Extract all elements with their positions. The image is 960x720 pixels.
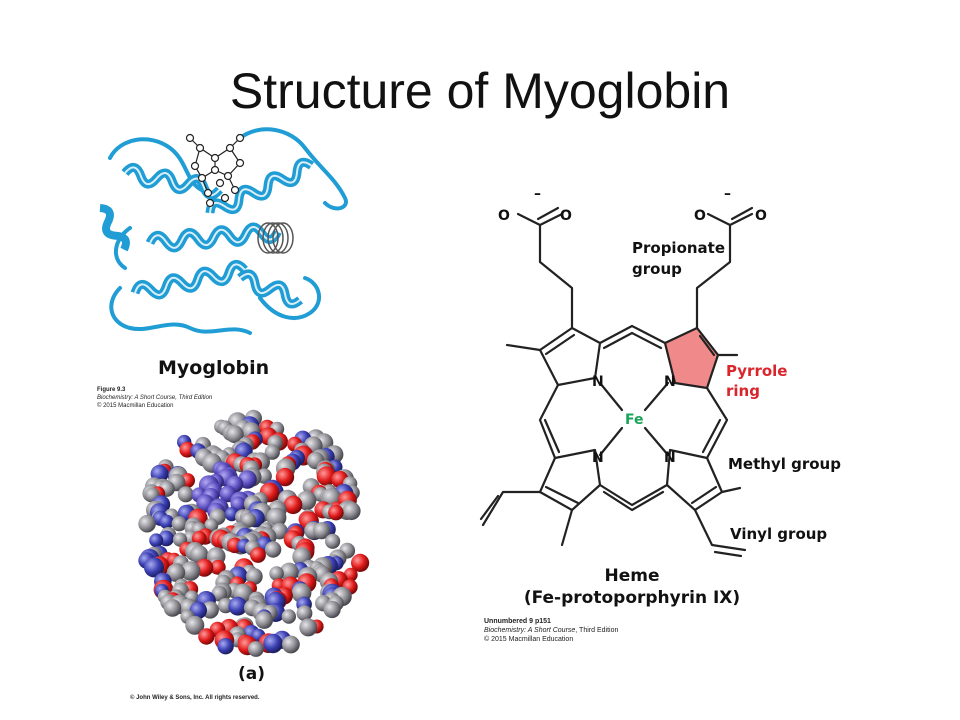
atom-sphere [217,638,234,655]
atom-sphere [283,495,303,515]
atom-sphere [211,585,228,602]
spacefill-credit: © John Wiley & Sons, Inc. All rights res… [130,695,260,701]
n-atom-label-4: N [664,450,676,466]
atom-sphere [263,633,283,654]
atom-sphere [275,467,295,487]
ribbon-caption: Myoglobin [158,357,270,379]
methyl-group-label: Methyl group [728,455,841,473]
atom-sphere [299,618,318,637]
atom-sphere [281,609,296,624]
atom-sphere [225,425,244,444]
pyrrole-label: Pyrrole ring [726,361,787,401]
o-atom-label-1: O [498,208,510,224]
atom-sphere [171,516,187,532]
spacefill-model-illustration [138,409,370,657]
atom-sphere [351,553,370,572]
atom-sphere [191,530,207,546]
heme-figure: N N N N O O O O – – Fe [470,185,850,565]
propionate-label-line2: group [632,260,682,278]
atom-sphere [185,615,205,635]
vinyl-group-label: Vinyl group [730,525,828,543]
heme-ball-and-stick [185,133,245,208]
n-atom-label-3: N [592,450,604,466]
heme-structure-diagram: N N N N O O O O – – Fe [479,186,767,558]
charge-label-1: – [534,186,541,202]
atom-sphere [144,557,164,578]
atom-sphere [250,547,266,563]
atom-sphere [166,563,186,582]
ribbon-credit-figure: Figure 9.3 [97,387,126,393]
atom-sphere [159,514,174,530]
atom-sphere [316,466,337,486]
heme-title-line1: Heme [604,566,660,586]
n-atom-label-2: N [664,374,676,390]
heme-title: Heme (Fe-protoporphyrin IX) [500,565,764,609]
spacefill-caption: (a) [238,664,266,684]
propionate-label: Propionate group [632,238,725,280]
atom-sphere [210,559,226,575]
heme-credit-book: Biochemistry: A Short Course, Third Edit… [484,626,618,635]
heme-credit-number: Unnumbered 9 p151 [484,618,551,625]
ribbon-credit-book: Biochemistry: A Short Course, Third Edit… [97,395,213,401]
atom-spheres [138,409,370,657]
atom-sphere [177,486,194,503]
slide-title: Structure of Myoglobin [229,63,731,119]
atom-sphere [342,501,361,521]
atom-sphere [149,533,164,548]
o-atom-label-3: O [694,208,706,224]
atom-sphere [228,596,248,616]
atom-sphere [255,611,273,629]
propionate-label-line1: Propionate [632,239,726,257]
atom-sphere [282,635,300,654]
atom-sphere [248,641,264,657]
atom-sphere [269,566,284,581]
fe-atom-label: Fe [625,412,644,428]
atom-sphere [328,504,344,521]
atom-sphere [279,562,299,582]
n-atom-label-1: N [592,374,604,390]
atom-sphere [264,444,280,460]
atom-sphere [296,605,313,622]
atom-sphere [163,599,182,617]
alpha-helices [99,157,315,309]
atom-sphere [138,514,156,533]
heme-title-line2: (Fe-protoporphyrin IX) [523,588,741,608]
charge-label-2: – [724,186,731,202]
helix-end-on [257,222,294,254]
atom-sphere [180,561,201,581]
atom-sphere [198,628,215,645]
atom-sphere [323,600,341,619]
heme-credit: Unnumbered 9 p151 Biochemistry: A Short … [484,617,618,644]
pyrrole-label-line2: ring [726,382,760,400]
pyrrole-label-line1: Pyrrole [726,362,788,380]
heme-credit-copy: © 2015 Macmillan Education [484,636,574,643]
ribbon-credit-copy: © 2015 Macmillan Education [97,403,174,409]
heme-bonds [479,206,754,558]
ribbon-credit: Figure 9.3 Biochemistry: A Short Course,… [97,386,212,410]
atom-sphere [313,522,331,540]
heme-credit-book-italic: Biochemistry: A Short Course [484,627,576,634]
myoglobin-ribbon-illustration [99,127,348,335]
atom-sphere [325,533,341,549]
o-atom-label-4: O [755,208,767,224]
ribbon-figure [90,118,360,358]
spacefill-figure [130,405,380,660]
heme-credit-book-rest: , Third Edition [575,627,619,634]
atom-sphere [264,541,282,558]
atom-sphere [245,568,263,585]
o-atom-label-2: O [560,208,572,224]
